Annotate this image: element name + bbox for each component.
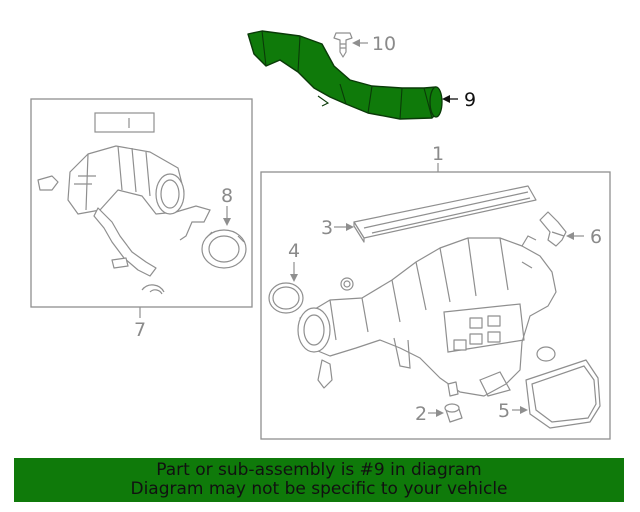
part-2-grommet	[444, 381, 463, 423]
parts-diagram: 1 2 3 4 5 6 7 8 9 10	[30, 30, 611, 440]
part-6-sensor	[539, 211, 567, 247]
air-duct-outlet	[429, 86, 443, 118]
part-5-gasket	[525, 359, 601, 429]
callout-7: 7	[134, 319, 146, 341]
part-8-clamp-ring	[201, 229, 247, 269]
callout-3: 3	[321, 217, 333, 239]
assembly-box-7	[30, 98, 253, 308]
part-9-air-duct[interactable]	[247, 30, 443, 120]
small-connector-left	[37, 175, 165, 295]
part-3-air-filter	[353, 185, 537, 243]
air-cleaner-housing	[297, 235, 557, 397]
air-duct-detail	[261, 30, 433, 120]
callout-2: 2	[415, 403, 427, 425]
banner-line-2: Diagram may not be specific to your vehi…	[130, 479, 508, 499]
info-banner: Part or sub-assembly is #9 in diagram Di…	[14, 458, 624, 502]
callout-10: 10	[372, 33, 396, 55]
part-4-seal-ring	[268, 282, 304, 314]
callout-5: 5	[498, 400, 510, 422]
callout-1: 1	[432, 143, 444, 165]
assembly-box-1	[260, 171, 611, 440]
callout-6: 6	[590, 226, 602, 248]
callout-9: 9	[464, 89, 476, 111]
part-10-clip	[333, 32, 353, 58]
callout-4: 4	[288, 240, 300, 262]
hose-wire-bracket	[175, 205, 211, 241]
banner-line-1: Part or sub-assembly is #9 in diagram	[156, 460, 482, 480]
part-7-intake-hose	[67, 145, 185, 277]
label-plate	[94, 112, 155, 133]
callout-8: 8	[221, 185, 233, 207]
